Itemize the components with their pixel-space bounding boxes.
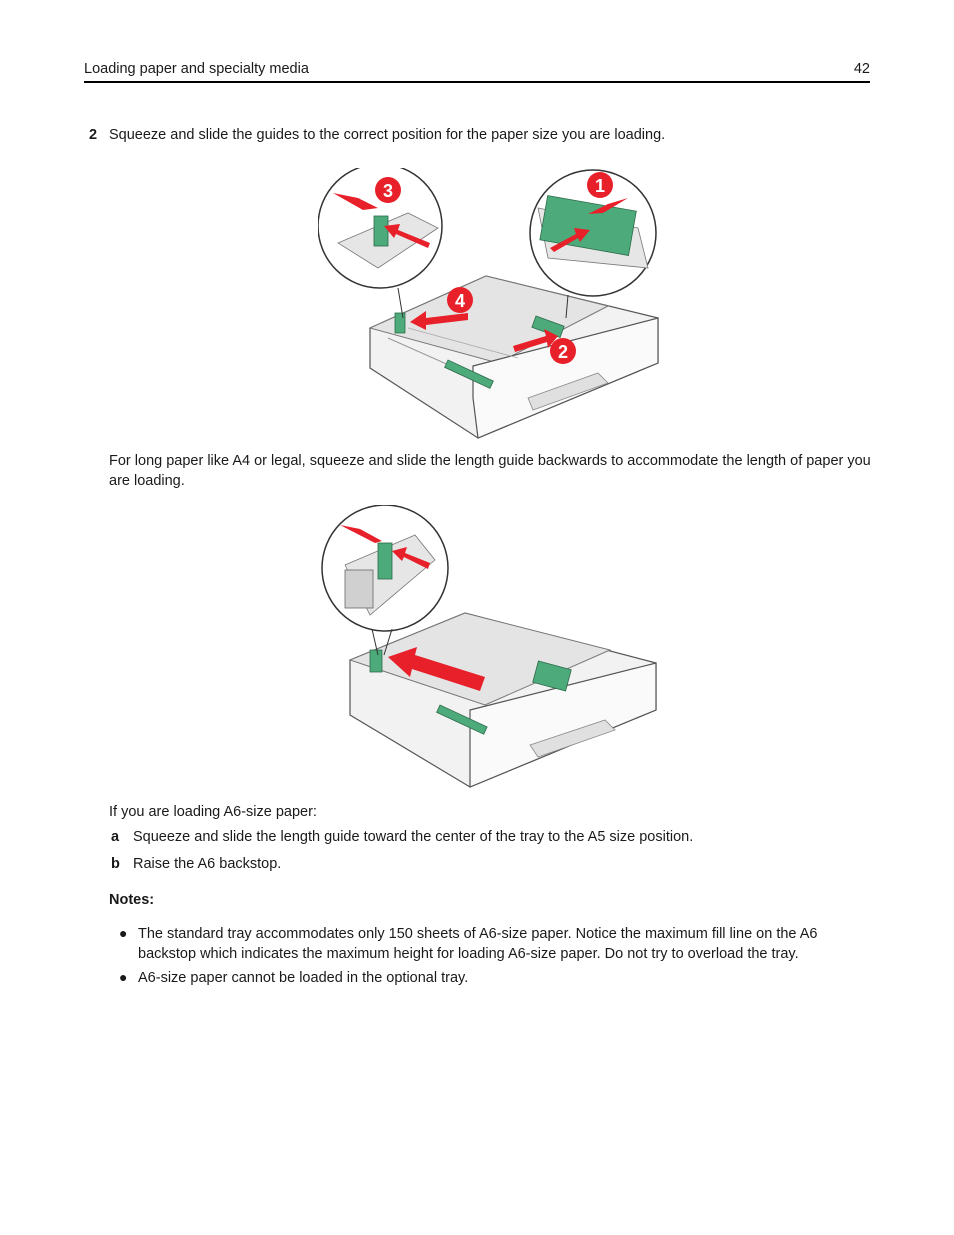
running-header-title: Loading paper and specialty media [84, 61, 309, 77]
svg-text:1: 1 [595, 176, 605, 196]
callout-4: 4 [447, 287, 473, 313]
note-item: A6-size paper cannot be loaded in the op… [138, 970, 469, 986]
tray-guides-illustration: 3 1 4 2 [318, 168, 659, 439]
length-guide-illustration [321, 505, 657, 788]
paper-tray-drawing [368, 275, 659, 439]
bullet-icon: ● [119, 925, 128, 941]
step-number: 2 [89, 127, 98, 143]
callout-2: 2 [550, 338, 576, 364]
substep-text-b: Raise the A6 backstop. [133, 856, 282, 872]
svg-text:4: 4 [455, 291, 465, 311]
bullet-icon: ● [119, 969, 128, 985]
notes-title: Notes: [109, 892, 155, 908]
substep-text-a: Squeeze and slide the length guide towar… [133, 829, 694, 845]
substep-letter-b: b [111, 856, 120, 872]
svg-text:2: 2 [558, 342, 568, 362]
detail-circle-left [318, 168, 443, 319]
page-number: 42 [853, 61, 870, 77]
header-rule [84, 81, 870, 83]
paper-tray-drawing-2 [348, 612, 657, 788]
long-paper-paragraph: For long paper like A4 or legal, squeeze… [109, 453, 871, 489]
detail-circle-right [529, 169, 657, 319]
note-item: The standard tray accommodates only 150 … [138, 926, 818, 962]
callout-1: 1 [587, 172, 613, 198]
a6-intro: If you are loading A6-size paper: [109, 804, 317, 820]
svg-text:3: 3 [383, 181, 393, 201]
callout-3: 3 [375, 177, 401, 203]
step-text: Squeeze and slide the guides to the corr… [109, 127, 666, 143]
detail-circle-top [321, 505, 449, 656]
substep-letter-a: a [111, 829, 120, 845]
